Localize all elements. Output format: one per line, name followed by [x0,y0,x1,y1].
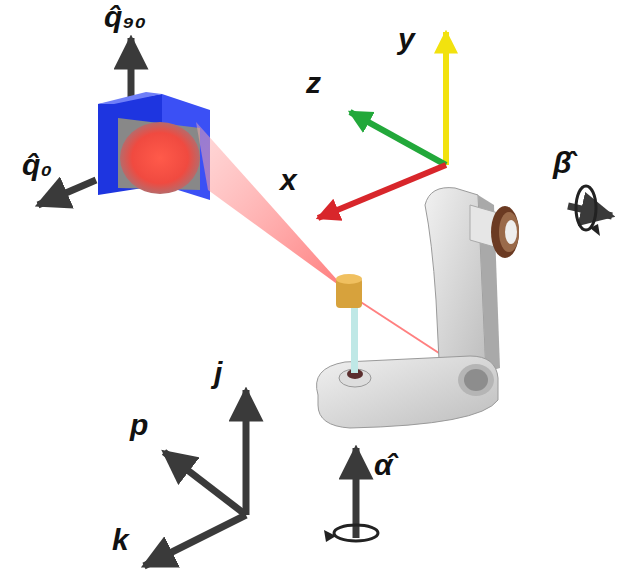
rotation-axis-label: α̂ [374,450,393,480]
axis-label: j [214,358,222,388]
axis-label: z [306,68,321,98]
axis-label: q̂₉₀ [104,2,146,32]
axis-label: x [280,165,297,195]
axis-label: p [130,410,148,440]
axis-label: q̂₀ [22,150,52,180]
rotation-axis-label: β̂ [553,148,572,178]
axis-label: y [398,24,415,54]
axis-label: k [112,525,129,555]
